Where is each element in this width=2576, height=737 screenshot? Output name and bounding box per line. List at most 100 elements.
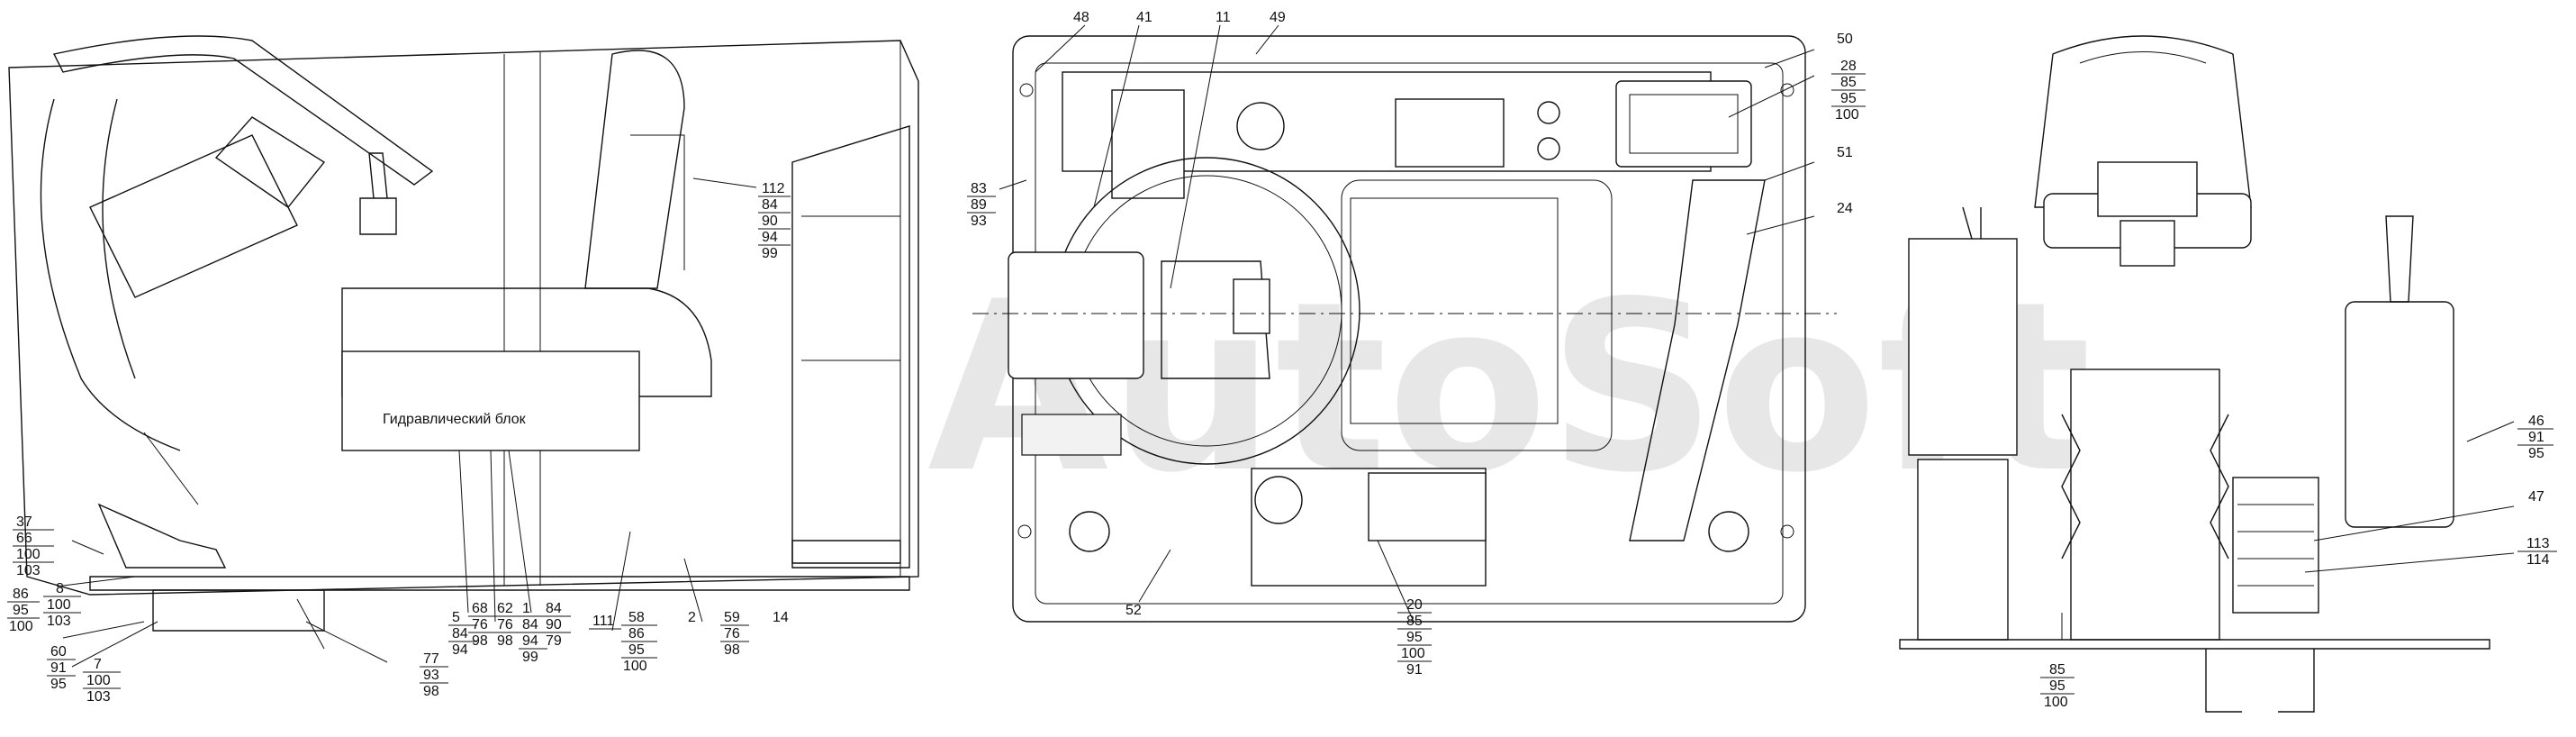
svg-text:50: 50 (1837, 32, 1853, 47)
svg-text:90: 90 (546, 617, 562, 632)
svg-text:99: 99 (762, 246, 778, 261)
svg-text:76: 76 (472, 617, 488, 632)
callout-86: 86 95 100 (7, 587, 40, 634)
svg-text:89: 89 (971, 197, 987, 213)
callout-14: 14 (773, 610, 789, 625)
callout-112: 112 84 90 94 99 (758, 181, 791, 261)
svg-text:95: 95 (2049, 678, 2065, 694)
svg-text:84: 84 (546, 601, 562, 616)
svg-text:46: 46 (2528, 414, 2544, 429)
callout-83: 83 89 93 (967, 181, 996, 229)
callout-28: 28 85 95 100 (1831, 59, 1866, 123)
callout-68: 68 76 98 (468, 601, 497, 649)
callout-60: 60 91 95 (47, 644, 76, 692)
svg-text:49: 49 (1270, 10, 1286, 25)
svg-text:114: 114 (2526, 552, 2550, 568)
svg-text:95: 95 (50, 677, 67, 692)
svg-text:48: 48 (1073, 10, 1089, 25)
svg-text:103: 103 (47, 614, 71, 629)
svg-text:100: 100 (9, 619, 33, 634)
svg-text:1: 1 (522, 601, 530, 616)
callout-7: 7 100 103 (83, 657, 121, 705)
callout-59: 59 76 98 (720, 610, 749, 658)
callout-24: 24 (1837, 201, 1853, 216)
svg-text:79: 79 (546, 633, 562, 649)
svg-text:76: 76 (497, 617, 513, 632)
svg-text:90: 90 (762, 214, 778, 229)
svg-text:58: 58 (628, 610, 645, 625)
svg-text:85: 85 (1840, 75, 1857, 90)
callout-8: 8 100 103 (43, 581, 81, 629)
svg-text:98: 98 (472, 633, 488, 649)
svg-text:86: 86 (13, 587, 29, 602)
svg-text:2: 2 (688, 610, 696, 625)
callout-11: 11 (1216, 10, 1231, 25)
svg-text:83: 83 (971, 181, 987, 196)
svg-text:113: 113 (2526, 536, 2550, 551)
svg-text:41: 41 (1136, 10, 1152, 25)
callout-58: 58 86 95 100 (621, 610, 657, 674)
svg-text:59: 59 (724, 610, 740, 625)
svg-text:100: 100 (86, 673, 111, 688)
svg-text:28: 28 (1840, 59, 1857, 74)
svg-text:95: 95 (628, 642, 645, 658)
right-front-view: 46 91 95 47 113 114 85 95 100 (1899, 35, 2557, 713)
svg-text:84: 84 (522, 617, 538, 632)
svg-text:94: 94 (762, 230, 778, 245)
hydraulic-block-label: Гидравлический блок (383, 412, 527, 427)
svg-text:100: 100 (623, 659, 647, 674)
callout-77: 77 93 98 (420, 651, 448, 699)
svg-text:7: 7 (94, 657, 102, 672)
svg-text:112: 112 (762, 181, 785, 196)
callout-113: 113 114 (2517, 536, 2557, 568)
callout-85: 85 95 100 (2040, 662, 2074, 710)
svg-text:103: 103 (86, 689, 111, 705)
svg-text:100: 100 (47, 597, 71, 613)
svg-text:94: 94 (522, 633, 538, 649)
svg-text:20: 20 (1406, 597, 1423, 613)
callout-52: 52 (1125, 603, 1142, 618)
svg-text:95: 95 (1406, 630, 1423, 645)
svg-text:85: 85 (2049, 662, 2065, 678)
svg-text:100: 100 (16, 547, 41, 562)
svg-text:93: 93 (971, 214, 987, 229)
svg-text:14: 14 (773, 610, 789, 625)
callout-84: 84 90 79 (542, 601, 571, 649)
svg-text:62: 62 (497, 601, 513, 616)
svg-text:91: 91 (2528, 430, 2544, 445)
callout-50: 50 (1837, 32, 1853, 47)
callout-20: 20 85 95 100 91 (1397, 597, 1432, 678)
callout-37: 37 66 100 103 (13, 514, 54, 578)
svg-text:95: 95 (2528, 446, 2544, 461)
callout-49: 49 (1270, 10, 1286, 25)
svg-text:8: 8 (56, 581, 64, 596)
svg-text:94: 94 (452, 642, 468, 658)
svg-text:103: 103 (16, 563, 41, 578)
callout-51: 51 (1837, 145, 1853, 160)
svg-text:91: 91 (50, 660, 67, 676)
svg-text:86: 86 (628, 626, 645, 641)
svg-text:84: 84 (762, 197, 778, 213)
svg-text:37: 37 (16, 514, 32, 530)
svg-text:99: 99 (522, 650, 538, 665)
svg-text:47: 47 (2528, 489, 2544, 505)
svg-text:100: 100 (2044, 695, 2068, 710)
middle-top-view: 48 41 11 49 50 28 85 95 100 83 89 93 51 … (967, 10, 1866, 678)
svg-text:100: 100 (1401, 646, 1425, 661)
svg-text:52: 52 (1125, 603, 1142, 618)
svg-text:76: 76 (724, 626, 740, 641)
svg-text:100: 100 (1835, 107, 1859, 123)
callout-46: 46 91 95 (2517, 414, 2553, 461)
svg-text:95: 95 (13, 603, 29, 618)
svg-text:60: 60 (50, 644, 67, 660)
svg-text:98: 98 (497, 633, 513, 649)
svg-text:77: 77 (423, 651, 439, 667)
svg-text:5: 5 (452, 610, 460, 625)
svg-text:24: 24 (1837, 201, 1853, 216)
callout-41: 41 (1136, 10, 1152, 25)
callout-111: 111 (589, 614, 621, 630)
svg-text:66: 66 (16, 531, 32, 546)
callout-5: 5 84 94 (448, 610, 477, 658)
